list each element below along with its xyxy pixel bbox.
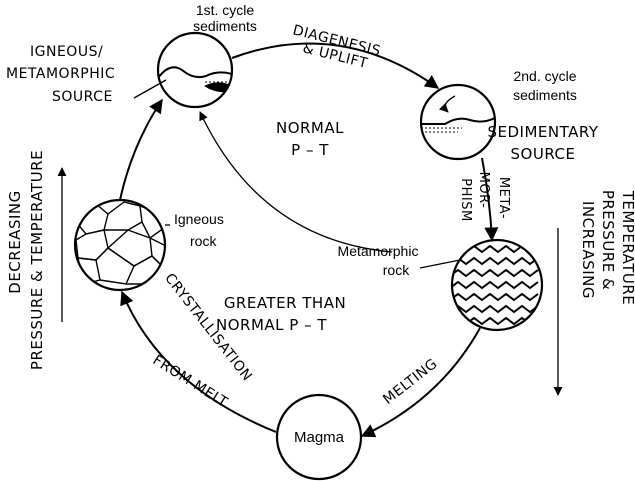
normal-label-2: P – T xyxy=(291,141,329,159)
metamorphic-leader-line xyxy=(419,259,461,269)
igneous-source-label-1: IGNEOUS/ xyxy=(30,44,103,60)
igneous-rock-label-1: Igneous xyxy=(174,211,224,227)
metamorphism-label-1: META- xyxy=(496,177,511,219)
melting-label: MELTING xyxy=(380,356,441,408)
source-leader-line xyxy=(133,79,167,99)
increasing-label-2: PRESSURE & xyxy=(599,190,617,290)
increasing-label-3: TEMPERATURE xyxy=(619,190,635,306)
first-cycle-label-2: sediments xyxy=(193,18,257,34)
metamorphic-rock-label-1: Metamorphic xyxy=(338,243,419,259)
igneous-rock-label-2: rock xyxy=(190,233,217,249)
increasing-label-1: INCREASING xyxy=(579,201,597,299)
second-cycle-label-1: 2nd. cycle xyxy=(513,68,576,84)
decreasing-label-2: PRESSURE & TEMPERATURE xyxy=(28,150,46,370)
igneous-source-label-2: METAMORPHIC xyxy=(6,66,115,82)
sedimentary-source-label-2: SOURCE xyxy=(511,145,576,163)
magma-disc xyxy=(275,393,363,481)
melting-arrow xyxy=(360,327,481,438)
metamorphic-rock-disc xyxy=(450,238,544,332)
from-melt-label: FROM MELT xyxy=(150,352,231,411)
diagenesis-uplift-arrow xyxy=(231,42,440,89)
normal-label-1: NORMAL xyxy=(276,119,344,137)
second-cycle-label-2: sediments xyxy=(513,87,577,103)
uplift-to-source-arrow xyxy=(119,98,163,201)
first-cycle-disc xyxy=(156,31,234,109)
greater-label-1: GREATER THAN xyxy=(224,294,346,312)
igneous-rock-disc xyxy=(73,198,167,292)
decreasing-label-1: DECREASING xyxy=(6,190,24,293)
magma-label: Magma xyxy=(294,429,345,446)
igneous-source-label-3: SOURCE xyxy=(52,89,113,105)
sedimentary-source-label-1: SEDIMENTARY xyxy=(488,123,599,141)
metamorphism-label-2: MOR- xyxy=(476,172,491,209)
metamorphic-rock-label-2: rock xyxy=(383,262,410,278)
metamorphic-to-source-arrow xyxy=(199,111,393,253)
metamorphism-label-3: PHISM xyxy=(458,178,473,221)
crystallisation-arrow xyxy=(120,290,277,433)
greater-label-2: NORMAL P – T xyxy=(216,316,327,334)
metamorphism-arrow xyxy=(481,157,499,242)
second-cycle-disc xyxy=(419,83,497,161)
first-cycle-label-1: 1st. cycle xyxy=(196,2,255,18)
